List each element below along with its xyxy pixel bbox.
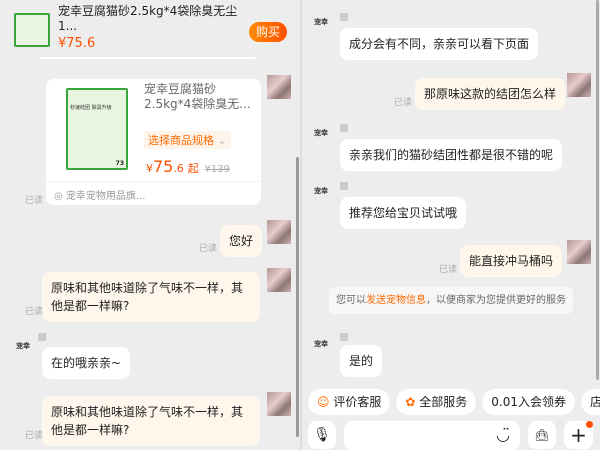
message-bubble: 是的 bbox=[340, 345, 383, 377]
product-card-image: 秒速结团 除臭升级 73 bbox=[66, 88, 128, 170]
rate-service-button[interactable]: ☺ 评价客服 bbox=[308, 389, 391, 415]
user-avatar bbox=[567, 240, 591, 264]
divider bbox=[46, 181, 261, 182]
quick-actions: ☺ 评价客服 ✿ 全部服务 0.01入会领券 店铺热 bbox=[308, 389, 600, 415]
shop-logo: 宠幸 bbox=[314, 340, 328, 348]
shop-logo: 宠幸 bbox=[314, 129, 328, 137]
message-bubble: 那原味这款的结团怎么样 bbox=[415, 78, 566, 110]
scrollbar[interactable] bbox=[596, 0, 599, 380]
member-coupon-button[interactable]: 0.01入会领券 bbox=[482, 389, 575, 415]
system-notice: 您可以发送宠物信息，以便商家为您提供更好的服务 bbox=[329, 287, 573, 314]
divider bbox=[300, 0, 302, 450]
read-status: 已读 bbox=[25, 431, 44, 441]
original-price: ¥139 bbox=[204, 164, 230, 175]
product-bar-title: 宠幸豆腐猫砂2.5kg*4袋除臭无尘1... bbox=[58, 4, 238, 33]
product-card[interactable]: 秒速结团 除臭升级 73 宠幸豆腐猫砂2.5kg*4袋除臭无... 选择商品规格… bbox=[46, 79, 261, 205]
select-spec-button[interactable]: 选择商品规格 ⌄ bbox=[144, 131, 231, 149]
left-chat-panel: 宠幸豆腐猫砂2.5kg*4袋除臭无尘1... ¥75.6 购买 秒速结团 除臭升… bbox=[0, 0, 300, 446]
shop-link[interactable]: ◎ 宠幸宠物用品旗... bbox=[54, 191, 146, 202]
all-services-button[interactable]: ✿ 全部服务 bbox=[396, 389, 477, 415]
read-status: 已读 bbox=[439, 265, 458, 275]
chevron-down-icon: ⌄ bbox=[217, 134, 227, 147]
read-status: 已读 bbox=[394, 98, 413, 108]
user-avatar bbox=[267, 220, 291, 244]
message-bubble: 在的哦亲亲~ bbox=[42, 347, 131, 379]
right-chat-panel: 宠幸 成分会有不同，亲亲可以看下页面 那原味这款的结团怎么样 已读 宠幸 亲亲我… bbox=[300, 0, 600, 450]
agent-name-masked bbox=[340, 182, 348, 190]
shop-logo: 宠幸 bbox=[314, 187, 328, 195]
scrollbar[interactable] bbox=[296, 157, 299, 437]
services-grid-icon: ✿ bbox=[405, 395, 416, 409]
message-bubble: 亲亲我们的猫砂结团性都是很不错的呢 bbox=[340, 139, 563, 171]
read-status: 已读 bbox=[25, 307, 44, 317]
agent-name-masked bbox=[340, 124, 348, 132]
send-pet-info-link[interactable]: 发送宠物信息 bbox=[366, 295, 426, 306]
user-avatar bbox=[267, 268, 291, 292]
agent-name-masked bbox=[38, 333, 46, 341]
product-bar[interactable]: 宠幸豆腐猫砂2.5kg*4袋除臭无尘1... ¥75.6 购买 bbox=[0, 0, 300, 60]
shop-logo: 宠幸 bbox=[16, 342, 30, 350]
message-bubble: 推荐您给宝贝试试哦 bbox=[340, 197, 467, 229]
smile-icon[interactable]: ◡̈ bbox=[496, 425, 510, 444]
message-bubble: 原味和其他味道除了气味不一样，其他是都一样嘛? bbox=[42, 272, 260, 322]
notification-dot bbox=[586, 421, 593, 428]
smile-icon: ☺ bbox=[317, 395, 330, 409]
shopping-bag-icon: 👜︎ bbox=[534, 428, 550, 442]
read-status: 已读 bbox=[199, 244, 218, 254]
message-bubble: 能直接冲马桶吗 bbox=[460, 245, 563, 277]
user-avatar bbox=[267, 75, 291, 99]
shopping-bag-button[interactable]: 👜︎ bbox=[528, 421, 556, 449]
shop-icon: ◎ bbox=[54, 191, 63, 202]
user-avatar bbox=[267, 392, 291, 416]
message-bubble: 成分会有不同，亲亲可以看下页面 bbox=[340, 28, 539, 60]
product-card-price: ¥75.6 起 ¥139 bbox=[146, 157, 230, 176]
agent-name-masked bbox=[340, 333, 348, 341]
voice-button[interactable]: 🎙︎ bbox=[308, 421, 336, 449]
agent-name-masked bbox=[340, 13, 348, 21]
shop-hot-button[interactable]: 店铺热 bbox=[581, 389, 600, 415]
spec-label: 选择商品规格 bbox=[148, 134, 214, 147]
product-card-title: 宠幸豆腐猫砂2.5kg*4袋除臭无... bbox=[144, 82, 251, 111]
shop-logo: 宠幸 bbox=[314, 18, 328, 26]
divider bbox=[40, 57, 255, 59]
message-bubble: 您好 bbox=[220, 225, 263, 257]
read-status: 已读 bbox=[25, 196, 44, 206]
message-input[interactable]: ◡̈ bbox=[344, 421, 520, 450]
message-bubble: 原味和其他味道除了气味不一样，其他是都一样嘛? bbox=[42, 396, 260, 446]
user-avatar bbox=[567, 73, 591, 97]
plus-button[interactable]: + bbox=[564, 421, 593, 449]
voice-icon: 🎙︎ bbox=[313, 427, 331, 443]
plus-icon: + bbox=[570, 423, 587, 447]
product-thumbnail bbox=[14, 13, 50, 47]
product-bar-price: ¥75.6 bbox=[58, 36, 96, 51]
buy-button[interactable]: 购买 bbox=[249, 22, 287, 42]
